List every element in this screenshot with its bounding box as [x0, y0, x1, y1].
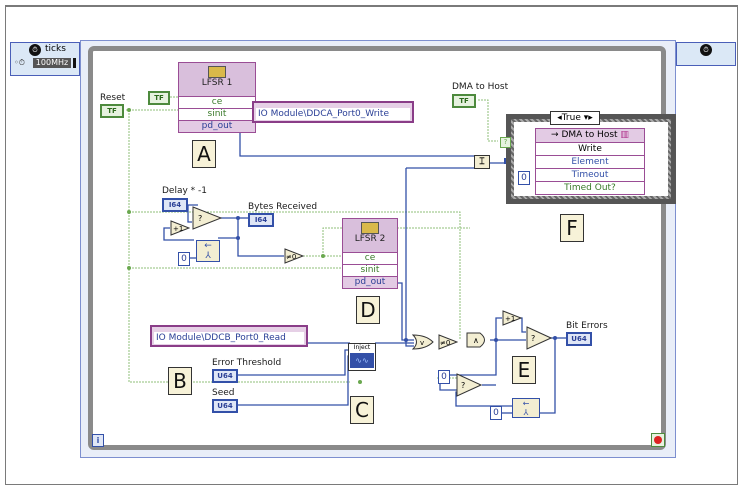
fifo-write-node[interactable]: IO Module\DDCA_Port0_Write [252, 101, 414, 123]
error-threshold-label: Error Threshold [212, 358, 282, 368]
threshold-wire [238, 349, 350, 376]
case-dropdown-icon[interactable]: ▾▸ [583, 113, 593, 123]
svg-text:?: ? [198, 214, 202, 223]
section-label-d: D [356, 296, 380, 324]
svg-text:+1: +1 [505, 315, 515, 323]
svg-text:≠0: ≠0 [286, 253, 296, 261]
section-label-f: F [560, 214, 584, 242]
bit-errors-label: Bit Errors [566, 321, 608, 331]
delay-control[interactable]: I64 [162, 198, 188, 212]
dma-fifo-node[interactable]: → DMA to Host ▥ Write Element Timeout Ti… [535, 128, 645, 195]
shift-init-zero-1[interactable]: 0 [178, 252, 190, 266]
waveform-icon: ∿∿ [350, 353, 374, 368]
lfsr2-node[interactable]: LFSR 2 ce sinit pd_out [342, 218, 398, 289]
section-label-b: B [168, 367, 192, 395]
lfsr1-title: LFSR 1 [201, 78, 233, 88]
inject-node[interactable]: Inject ∿∿ [348, 343, 376, 371]
inject-label: Inject [353, 344, 371, 351]
clock-icon: ◦⏱ [14, 58, 25, 67]
timeout-zero-constant[interactable]: 0 [518, 171, 530, 185]
reset-vertical-wire [128, 110, 350, 383]
lfsr1-node[interactable]: LFSR 1 ce sinit pd_out [178, 62, 256, 133]
seed-label: Seed [212, 388, 235, 398]
shift-register-e[interactable]: ←⅄ [512, 398, 540, 418]
xor-node[interactable]: v [412, 334, 434, 350]
dma-timedout-port[interactable]: Timed Out? [536, 181, 644, 194]
ce-branch-wire [322, 227, 470, 256]
bytes-received-indicator[interactable]: I64 [248, 213, 274, 227]
timed-loop-right-terminal[interactable]: ⏱ [676, 42, 736, 66]
stop-terminal[interactable] [651, 433, 665, 447]
lfsr2-sinit-port[interactable]: sinit [343, 264, 397, 276]
case-selector-terminal[interactable]: ? [500, 137, 511, 148]
select-node-e[interactable]: ? [526, 326, 552, 350]
dma-bool-wire [478, 99, 498, 142]
case-selector-label[interactable]: ◂True ▾▸ [550, 111, 600, 125]
reset-control[interactable]: TF [100, 104, 124, 118]
fifo-icon: ▥ [617, 130, 629, 140]
and-node[interactable]: ∧ [466, 332, 490, 348]
ticks-label: ticks [45, 44, 66, 54]
case-selector-value: True [561, 113, 581, 123]
dma-to-host-control[interactable]: TF [452, 94, 476, 108]
lfsr2-pdout-port[interactable]: pd_out [343, 276, 397, 288]
shift-init-zero-e[interactable]: 0 [490, 406, 502, 420]
delay-label: Delay * -1 [162, 186, 208, 196]
svg-text:?: ? [531, 334, 535, 343]
arrow-icon: → [551, 130, 562, 140]
delay-wire [187, 204, 198, 223]
svg-text:∧: ∧ [473, 336, 479, 345]
join-numbers-node[interactable]: ⌶ [474, 155, 490, 169]
stop-icon [654, 436, 662, 444]
fifo-read-node[interactable]: IO Module\DDCB_Port0_Read [150, 325, 308, 347]
fpga-ip-icon [208, 66, 226, 78]
error-threshold-control[interactable]: U64 [212, 369, 238, 383]
reset-label: Reset [100, 93, 126, 103]
biterrors-feedback [540, 338, 556, 414]
seed-control[interactable]: U64 [212, 399, 238, 413]
timed-loop-left-terminal[interactable]: ⏱ ticks ◦⏱ 100MHz [10, 42, 80, 76]
lfsr2-title: LFSR 2 [354, 234, 386, 244]
svg-text:?: ? [461, 381, 465, 390]
dma-to-host-label: DMA to Host [452, 82, 509, 92]
select-node-1[interactable]: ? [192, 206, 222, 230]
ce-true-constant[interactable]: TF [148, 91, 170, 105]
fpga-ip-icon [361, 222, 379, 234]
fifo-write-text: IO Module\DDCA_Port0_Write [256, 108, 410, 120]
lfsr1-sinit-port[interactable]: sinit [179, 108, 255, 120]
increment-node-e[interactable]: +1 [502, 310, 522, 326]
pd-out1-to-join [239, 124, 474, 157]
timer-icon: ⏱ [29, 44, 41, 56]
iteration-terminal[interactable]: i [92, 434, 104, 447]
not-equal-zero-node-1[interactable]: ≠0 [284, 248, 304, 264]
timer-icon: ⏱ [700, 44, 712, 56]
lfsr1-pdout-port[interactable]: pd_out [179, 120, 255, 132]
select-node-e2[interactable]: ? [456, 373, 482, 397]
not-equal-zero-node-2[interactable]: ≠0 [438, 334, 458, 350]
zero-constant-e[interactable]: 0 [438, 370, 450, 384]
dma-element-port[interactable]: Element [536, 155, 644, 168]
lfsr1-ce-port[interactable]: ce [179, 96, 255, 108]
section-label-e: E [512, 356, 536, 384]
scroll-marker [73, 58, 76, 68]
svg-text:≠0: ≠0 [440, 339, 450, 347]
section-label-a: A [192, 140, 216, 168]
case-prev-icon[interactable]: ◂ [557, 113, 562, 123]
bytes-received-label: Bytes Received [248, 202, 318, 212]
dma-write-row[interactable]: Write [536, 142, 644, 155]
fifo-read-text: IO Module\DDCB_Port0_Read [154, 332, 304, 344]
svg-text:+1: +1 [173, 225, 183, 233]
plus1-loop-wire [163, 227, 194, 241]
clock-source-field[interactable]: 100MHz [33, 58, 71, 68]
reset-branch-wire [129, 211, 461, 340]
section-label-c: C [350, 396, 374, 424]
lfsr2-ce-port[interactable]: ce [343, 252, 397, 264]
shift-register-1[interactable]: ←⅄ [196, 240, 220, 262]
xor-input2-wire [405, 168, 414, 347]
increment-node[interactable]: +1 [170, 220, 190, 236]
svg-text:v: v [420, 339, 424, 347]
bit-errors-indicator[interactable]: U64 [566, 332, 592, 346]
dma-timeout-port[interactable]: Timeout [536, 168, 644, 181]
dma-node-title: DMA to Host [561, 130, 618, 140]
